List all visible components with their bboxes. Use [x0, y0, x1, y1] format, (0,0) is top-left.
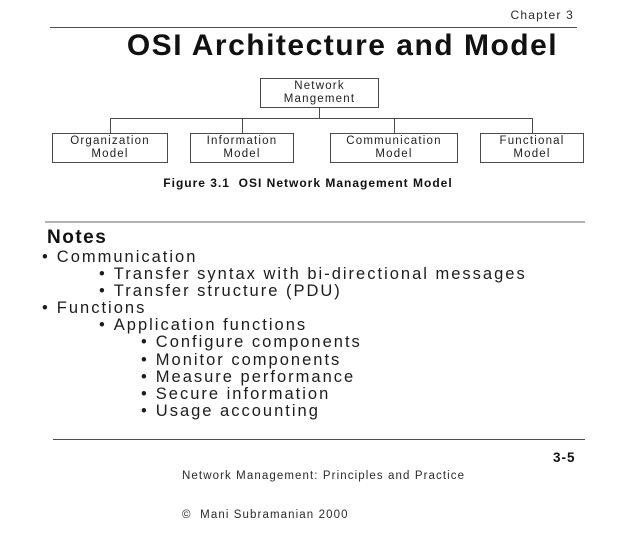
bullet-icon: •	[141, 333, 149, 352]
footer-credit-line1: Network Management: Principles and Pract…	[182, 470, 466, 482]
connector-drop-line	[532, 118, 533, 133]
note-item: • Measure performance	[0, 367, 640, 386]
footer-credit: Network Management: Principles and Pract…	[182, 444, 465, 548]
connector-drop-line	[394, 118, 395, 133]
osi-model-diagram: Network Mangement Organization Model Inf…	[52, 78, 584, 163]
note-item: • Application functions	[0, 317, 640, 334]
note-item: • Monitor components	[0, 350, 640, 369]
diagram-node-network-management: Network Mangement	[260, 78, 379, 108]
note-item: • Transfer structure (PDU)	[0, 283, 640, 300]
note-text: Measure performance	[155, 367, 356, 386]
bullet-icon: •	[42, 248, 50, 266]
note-text: Transfer structure (PDU)	[113, 282, 342, 301]
note-text: Configure components	[155, 333, 362, 352]
diagram-node-information-model: Information Model	[190, 133, 294, 163]
note-item: • Usage accounting	[0, 401, 640, 420]
notes-divider-rule	[45, 221, 585, 223]
note-text: Usage accounting	[155, 401, 320, 420]
note-item: • Communication	[0, 248, 640, 266]
footer-credit-line2: © Mani Subramanian 2000	[182, 509, 349, 521]
bullet-icon: •	[141, 384, 149, 403]
chapter-label: Chapter 3	[510, 8, 574, 22]
connector-horizontal-line	[110, 118, 532, 119]
diagram-node-communication-model: Communication Model	[330, 133, 458, 163]
diagram-node-organization-model: Organization Model	[52, 133, 168, 163]
bullet-icon: •	[99, 316, 107, 335]
note-text: Functions	[56, 299, 147, 318]
bullet-icon: •	[99, 265, 107, 284]
connector-drop-line	[110, 118, 111, 133]
header-rule	[50, 27, 577, 28]
bullet-icon: •	[141, 401, 149, 420]
note-item: • Secure information	[0, 384, 640, 403]
page-title: OSI Architecture and Model	[126, 29, 559, 62]
diagram-node-functional-model: Functional Model	[480, 133, 584, 163]
figure-caption: Figure 3.1 OSI Network Management Model	[163, 176, 453, 190]
notes-heading: Notes	[47, 227, 108, 248]
footer-rule	[53, 439, 585, 440]
bullet-icon: •	[42, 299, 50, 318]
connector-trunk-line	[319, 108, 320, 118]
bullet-icon: •	[141, 350, 149, 369]
note-text: Transfer syntax with bi-directional mess…	[113, 265, 527, 284]
note-item: • Transfer syntax with bi-directional mes…	[0, 266, 640, 283]
note-text: Application functions	[113, 316, 308, 335]
note-item: • Functions	[0, 300, 640, 317]
slide-page: Chapter 3 OSI Architecture and Model Net…	[0, 8, 640, 521]
notes-list: •Communication •Transfer syntax with bi-…	[0, 248, 640, 420]
connector-drop-line	[242, 118, 243, 133]
bullet-icon: •	[99, 282, 107, 301]
page-number: 3-5	[553, 450, 576, 465]
note-text: Secure information	[155, 384, 331, 403]
bullet-icon: •	[141, 367, 149, 386]
note-item: • Configure components	[0, 334, 640, 351]
note-text: Monitor components	[155, 350, 342, 369]
note-text: Communication	[56, 248, 198, 266]
